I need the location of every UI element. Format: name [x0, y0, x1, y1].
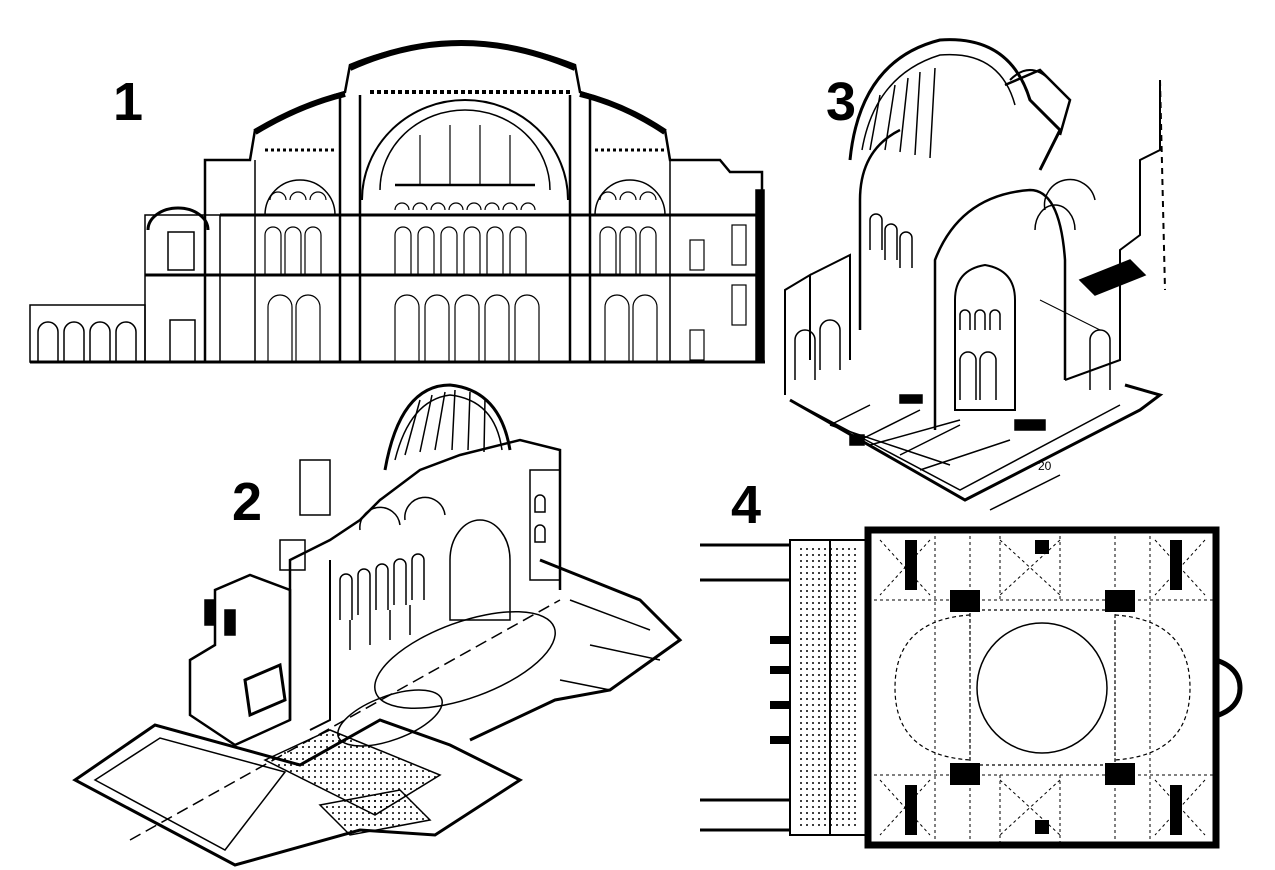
- section-drawing: [29, 40, 765, 364]
- scale-label: 20: [1038, 459, 1052, 473]
- panel-number-3: 3: [826, 72, 857, 132]
- panel-number-4: 4: [731, 475, 762, 535]
- panel-number-1: 1: [113, 72, 144, 132]
- isometric-cutaway-drawing: [72, 383, 683, 867]
- ground-plan-drawing: [700, 526, 1243, 849]
- panel-number-2: 2: [232, 472, 263, 532]
- axonometric-interior-drawing: 20: [784, 38, 1166, 511]
